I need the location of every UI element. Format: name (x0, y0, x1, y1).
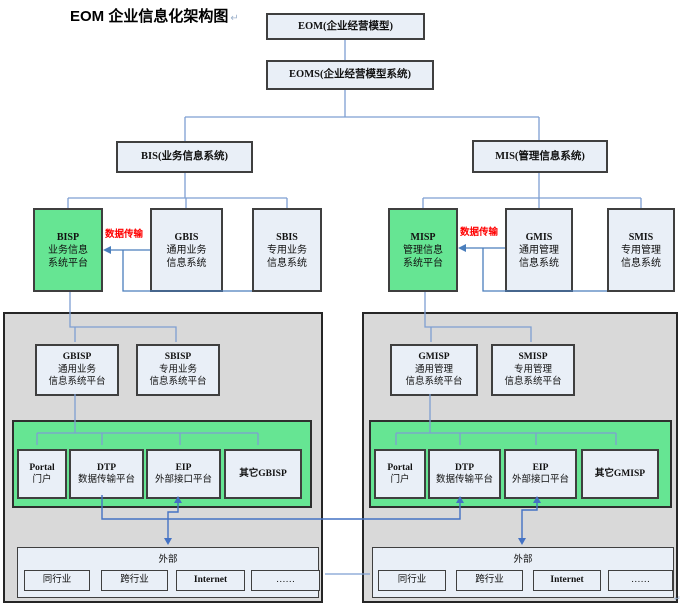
external-panel-right: 外部 同行业 跨行业 Internet …… (372, 547, 674, 598)
external-item-ellipsis-right: …… (608, 570, 673, 591)
data-transfer-label-right: 数据传输 (460, 228, 499, 238)
external-item-cross-industry-right: 跨行业 (456, 570, 523, 591)
node-eoms: EOMS(企业经营模型系统) (266, 60, 434, 90)
node-other-gmisp: 其它GMISP (581, 449, 659, 499)
node-eip-left: EIP 外部接口平台 (146, 449, 221, 499)
integration-panel-left: Portal 门户 DTP 数据传输平台 EIP 外部接口平台 其它GBISP (12, 420, 312, 508)
node-bisp: BISP 业务信息 系统平台 (33, 208, 103, 292)
external-item-industry-left: 同行业 (24, 570, 90, 591)
node-misp: MISP 管理信息 系统平台 (388, 208, 458, 292)
external-item-cross-industry-left: 跨行业 (101, 570, 168, 591)
paragraph-return-mark: ↵ (230, 13, 239, 24)
external-item-industry-right: 同行业 (378, 570, 446, 591)
node-sbis: SBIS 专用业务 信息系统 (252, 208, 322, 292)
external-label-right: 外部 (513, 555, 533, 565)
external-item-internet-right: Internet (533, 570, 601, 591)
node-mis: MIS(管理信息系统) (472, 140, 608, 173)
node-smis: SMIS 专用管理 信息系统 (607, 208, 675, 292)
node-gmis: GMIS 通用管理 信息系统 (505, 208, 573, 292)
node-portal-right: Portal 门户 (374, 449, 426, 499)
external-panel-left: 外部 同行业 跨行业 Internet …… (17, 547, 320, 598)
node-gbisp: GBISP 通用业务 信息系统平台 (35, 344, 119, 396)
business-platform-container: GBISP 通用业务 信息系统平台 SBISP 专用业务 信息系统平台 Port… (3, 312, 323, 603)
node-dtp-left: DTP 数据传输平台 (69, 449, 144, 499)
node-bis: BIS(业务信息系统) (116, 141, 253, 173)
node-smisp: SMISP 专用管理 信息系统平台 (491, 344, 575, 396)
node-portal-left: Portal 门户 (17, 449, 67, 499)
external-item-ellipsis-left: …… (251, 570, 320, 591)
node-gmisp: GMISP 通用管理 信息系统平台 (390, 344, 478, 396)
node-sbisp: SBISP 专用业务 信息系统平台 (136, 344, 220, 396)
node-dtp-right: DTP 数据传输平台 (428, 449, 501, 499)
node-other-gbisp: 其它GBISP (224, 449, 302, 499)
data-transfer-label-left: 数据传输 (105, 230, 144, 240)
document-end-mark: ↵ (674, 594, 681, 603)
node-gbis: GBIS 通用业务 信息系统 (150, 208, 223, 292)
node-eip-right: EIP 外部接口平台 (504, 449, 577, 499)
node-eom: EOM(企业经营模型) (266, 13, 425, 40)
integration-panel-right: Portal 门户 DTP 数据传输平台 EIP 外部接口平台 其它GMISP (369, 420, 672, 508)
page-title: EOM 企业信息化架构图↵ (70, 8, 239, 25)
management-platform-container: GMISP 通用管理 信息系统平台 SMISP 专用管理 信息系统平台 Port… (362, 312, 678, 603)
external-label-left: 外部 (158, 555, 178, 565)
external-item-internet-left: Internet (176, 570, 245, 591)
